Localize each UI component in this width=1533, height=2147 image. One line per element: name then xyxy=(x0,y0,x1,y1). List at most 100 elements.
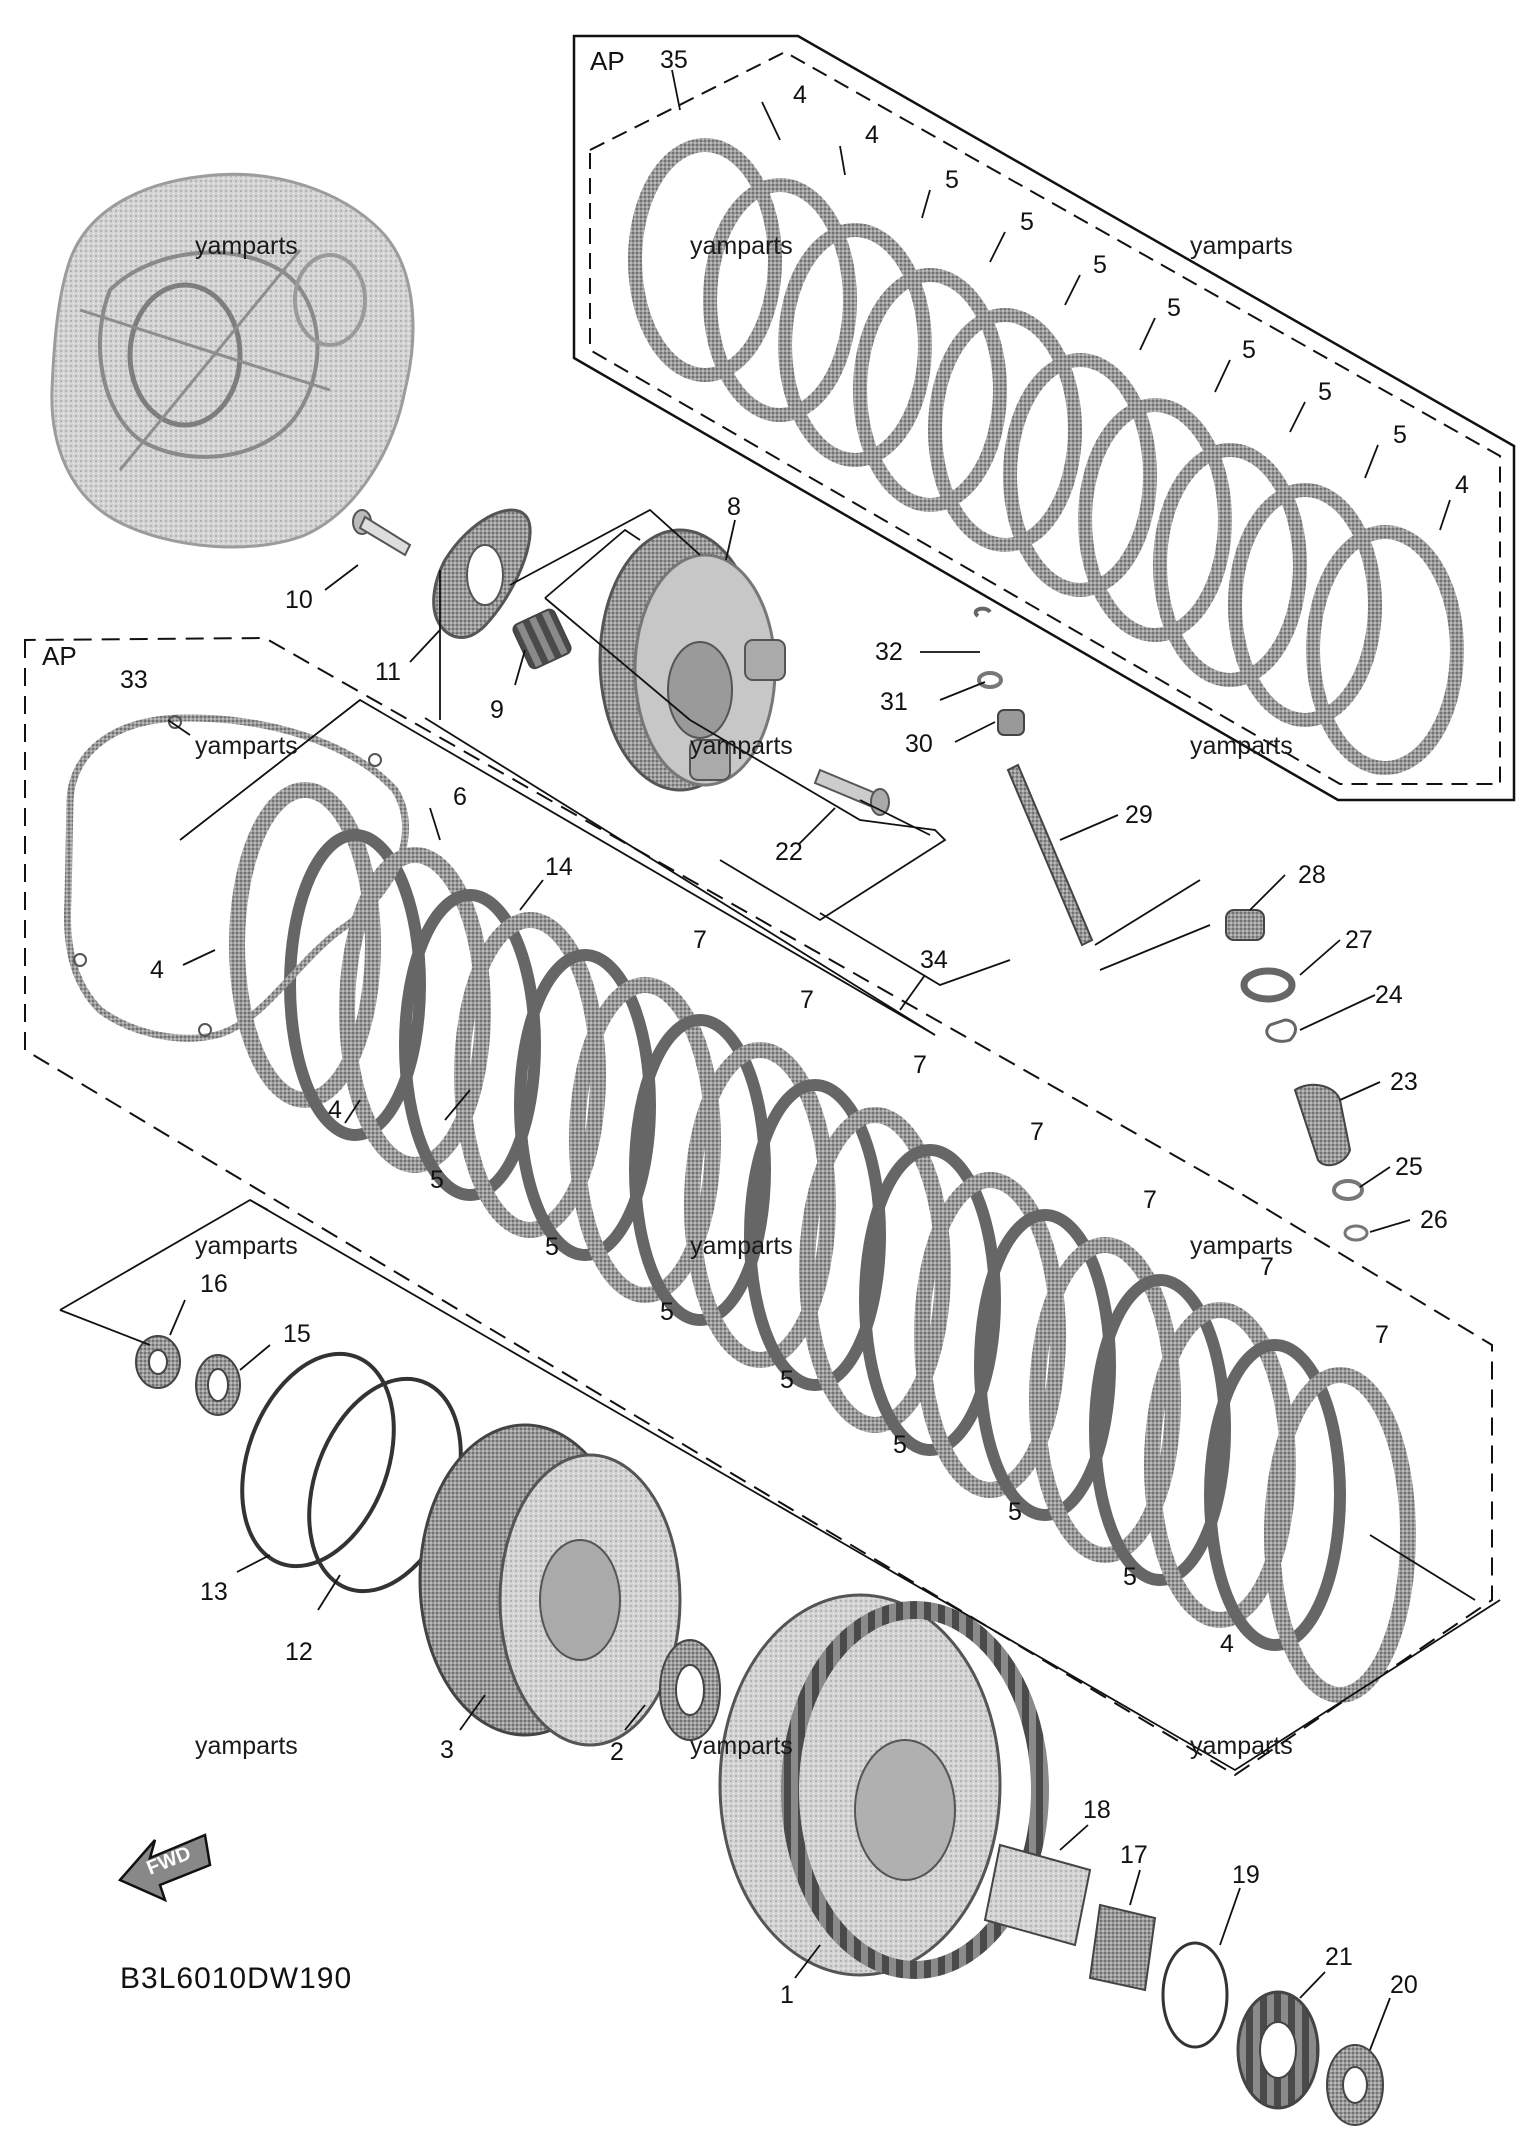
callout-5: 5 xyxy=(430,1166,444,1194)
callout-20: 20 xyxy=(1390,1971,1418,1999)
callout-7: 7 xyxy=(913,1051,927,1079)
watermark-text: yamparts xyxy=(1190,1732,1293,1760)
callout-2: 2 xyxy=(610,1738,624,1766)
nut-16-illustration xyxy=(135,1335,181,1389)
callout-10: 10 xyxy=(285,586,313,614)
callout-18: 18 xyxy=(1083,1796,1111,1824)
callout-9: 9 xyxy=(490,696,504,724)
callout-5: 5 xyxy=(1393,421,1407,449)
callout-28: 28 xyxy=(1298,861,1326,889)
callout-5: 5 xyxy=(1123,1563,1137,1591)
callout-19: 19 xyxy=(1232,1861,1260,1889)
callout-5: 5 xyxy=(1242,336,1256,364)
callout-5: 5 xyxy=(660,1298,674,1326)
callout-7: 7 xyxy=(1030,1118,1044,1146)
callout-26: 26 xyxy=(1420,1206,1448,1234)
plate-11-illustration xyxy=(432,508,532,639)
callout-13: 13 xyxy=(200,1578,228,1606)
callout-7: 7 xyxy=(693,926,707,954)
watermark-text: yamparts xyxy=(690,732,793,760)
gasket-33-illustration xyxy=(64,714,410,1042)
callout-17: 17 xyxy=(1120,1841,1148,1869)
washer-20-illustration xyxy=(1326,2044,1384,2126)
washer-2-illustration xyxy=(659,1639,721,1741)
callout-15: 15 xyxy=(283,1320,311,1348)
callout-5: 5 xyxy=(1020,208,1034,236)
callout-4: 4 xyxy=(328,1096,342,1124)
forward-arrow-icon: FWD xyxy=(117,1833,212,1903)
clutch-boss-3-illustration xyxy=(418,1423,682,1747)
watermark-text: yamparts xyxy=(195,232,298,260)
callout-4: 4 xyxy=(865,121,879,149)
callout-33: 33 xyxy=(120,666,148,694)
callout-4: 4 xyxy=(150,956,164,984)
watermark-text: yamparts xyxy=(195,1232,298,1260)
callout-11: 11 xyxy=(375,658,401,686)
plate-stack-middle xyxy=(229,782,1416,1703)
callout-5: 5 xyxy=(1093,251,1107,279)
ap-label-middle: AP xyxy=(42,641,77,671)
plate-stack-top xyxy=(628,138,1464,775)
washer-15-illustration xyxy=(195,1354,241,1416)
ap-label-top: AP xyxy=(590,46,625,76)
o-ring-19-illustration xyxy=(1161,1941,1229,2049)
callout-27: 27 xyxy=(1345,926,1373,954)
callout-3: 3 xyxy=(440,1736,454,1764)
callout-5: 5 xyxy=(1008,1498,1022,1526)
bolt-10-illustration xyxy=(352,509,412,557)
callout-12: 12 xyxy=(285,1638,313,1666)
callout-24: 24 xyxy=(1375,981,1403,1009)
callout-7: 7 xyxy=(800,986,814,1014)
callout-35: 35 xyxy=(660,46,688,74)
clutch-housing-1-illustration xyxy=(718,1593,1049,1979)
gear-21-illustration xyxy=(1236,1990,1320,2110)
watermark-text: yamparts xyxy=(1190,232,1293,260)
callout-5: 5 xyxy=(1318,378,1332,406)
watermark-text: yamparts xyxy=(195,1732,298,1760)
callout-7: 7 xyxy=(1375,1321,1389,1349)
part-callouts: 35 4 4 5 5 5 5 5 5 5 4 8 10 11 9 32 31 3… xyxy=(120,46,1469,2009)
drawing-code: B3L6010DW190 xyxy=(120,1962,352,1995)
callout-4: 4 xyxy=(1220,1630,1234,1658)
leader-lines-top xyxy=(671,69,1451,531)
callout-5: 5 xyxy=(780,1366,794,1394)
watermark-text: yamparts xyxy=(690,1232,793,1260)
callout-25: 25 xyxy=(1395,1153,1423,1181)
callout-4: 4 xyxy=(793,81,807,109)
watermark-text: yamparts xyxy=(195,732,298,760)
crankcase-illustration xyxy=(50,172,415,549)
callout-5: 5 xyxy=(545,1233,559,1261)
callout-14: 14 xyxy=(545,853,573,881)
push-rod-parts xyxy=(973,606,1369,1242)
watermark-text: yamparts xyxy=(690,232,793,260)
callout-5: 5 xyxy=(1167,294,1181,322)
callout-1: 1 xyxy=(780,1981,794,2009)
bushing-18-illustration xyxy=(983,1843,1092,1947)
callout-32: 32 xyxy=(875,638,903,666)
callout-6: 6 xyxy=(453,783,467,811)
watermarks: yamparts yamparts yamparts yamparts yamp… xyxy=(195,232,1293,1760)
callout-21: 21 xyxy=(1325,1943,1353,1971)
callout-4: 4 xyxy=(1455,471,1469,499)
kit-34-boundary xyxy=(24,636,1493,1777)
callout-31: 31 xyxy=(880,688,908,716)
pressure-plate-8-illustration xyxy=(598,528,786,792)
callout-23: 23 xyxy=(1390,1068,1418,1096)
callout-8: 8 xyxy=(727,493,741,521)
watermark-text: yamparts xyxy=(1190,732,1293,760)
callout-22: 22 xyxy=(775,838,803,866)
callout-5: 5 xyxy=(893,1431,907,1459)
watermark-text: yamparts xyxy=(690,1732,793,1760)
leader-lines xyxy=(167,519,1411,2051)
callout-29: 29 xyxy=(1125,801,1153,829)
watermark-text: yamparts xyxy=(1190,1232,1293,1260)
assembly-lines xyxy=(59,508,1501,1772)
callout-7: 7 xyxy=(1143,1186,1157,1214)
kit-35-boundary xyxy=(572,34,1516,802)
spring-9-illustration xyxy=(512,608,572,670)
callout-7: 7 xyxy=(1260,1253,1274,1281)
callout-16: 16 xyxy=(200,1270,228,1298)
bearing-17-illustration xyxy=(1088,1903,1157,1992)
